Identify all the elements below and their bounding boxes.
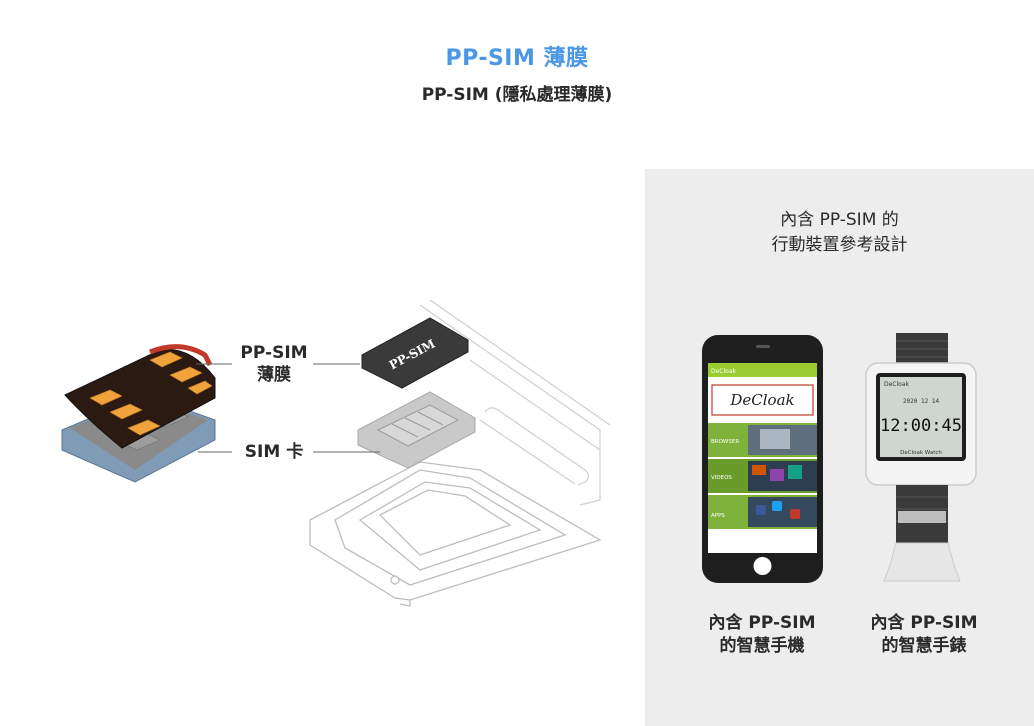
watch-stand [883, 542, 961, 582]
label-pp-sim-line2: 薄膜 [257, 365, 291, 385]
panel-heading-line1: 內含 PP-SIM 的 [780, 210, 899, 230]
smartwatch-caption: 內含 PP-SIM 的智慧手錶 [854, 612, 994, 658]
smartphone-caption-line2: 的智慧手機 [719, 636, 805, 656]
phone-home-button [753, 557, 772, 575]
phone-row-videos: VIDEOS [708, 459, 817, 493]
page-title: PP-SIM 薄膜 [445, 46, 589, 71]
phone-body-outline [419, 299, 611, 506]
phone-speaker [756, 345, 770, 348]
smartphone-caption: 內含 PP-SIM 的智慧手機 [692, 612, 832, 658]
smartwatch-caption-line1: 內含 PP-SIM [870, 613, 978, 633]
sim-stack-illustration [61, 344, 216, 483]
panel-heading: 內含 PP-SIM 的 行動裝置參考設計 [645, 208, 1034, 258]
sim-tray-diagram: PP-SIM [61, 299, 611, 607]
smartwatch-caption-line2: 的智慧手錶 [881, 636, 967, 656]
phone-app-bar-title: DeCloak [711, 368, 737, 375]
watch-screen [880, 377, 962, 457]
watch-footer: DeCloak Watch [900, 450, 942, 456]
label-sim-card: SIM 卡 [244, 442, 304, 462]
svg-text:APPS: APPS [711, 513, 725, 519]
watch-strap-top [896, 333, 948, 367]
watch-date: 2020 12 14 [903, 398, 940, 405]
page-subtitle: PP-SIM (隱私處理薄膜) [421, 85, 613, 105]
svg-text:BROWSER: BROWSER [711, 439, 739, 445]
smartphone-caption-line1: 內含 PP-SIM [708, 613, 816, 633]
watch-time: 12:00:45 [880, 416, 962, 436]
sim-tray [309, 461, 602, 607]
watch-strap-buckle [898, 511, 946, 523]
label-pp-sim-line1: PP-SIM [240, 343, 308, 363]
phone-app-bar [708, 363, 817, 377]
watch-strap-top-weave [896, 340, 948, 358]
phone-logo-box [711, 384, 814, 416]
phone-logo-text: DeCloak [729, 391, 794, 409]
svg-text:VIDEOS: VIDEOS [711, 475, 732, 481]
phone-row-apps: APPS [708, 495, 817, 529]
watch-status-brand: DeCloak [884, 381, 910, 388]
phone-row-browser: BROWSER [708, 423, 817, 457]
smartphone-illustration: DeCloak DeCloak BROWSER VIDEOS APPS [702, 335, 823, 583]
smartwatch-illustration: DeCloak 2020 12 14 12:00:45 DeCloak Watc… [865, 333, 977, 582]
panel-heading-line2: 行動裝置參考設計 [771, 235, 908, 255]
label-pp-sim-film: PP-SIM 薄膜 [234, 342, 314, 386]
sim-card [357, 391, 476, 469]
pp-sim-film: PP-SIM [361, 317, 469, 389]
